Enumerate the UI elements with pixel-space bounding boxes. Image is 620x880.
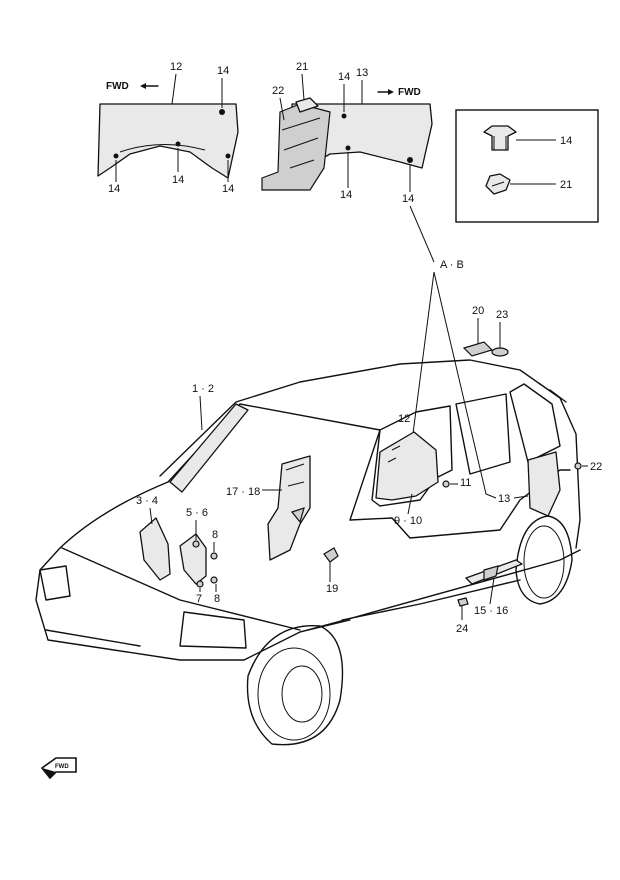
callout-24: 24 — [456, 623, 468, 635]
roof-headliner-panel-13 — [261, 97, 433, 191]
callout-9-10: 9 · 10 — [394, 515, 422, 527]
front-pillar-trim — [169, 403, 249, 493]
callout-14-f: 14 — [340, 189, 352, 201]
callout-20: 20 — [472, 305, 484, 317]
callout-a-b: A · B — [440, 259, 464, 271]
vehicle-outline — [35, 359, 581, 746]
callout-1-2: 1 · 2 — [192, 383, 214, 395]
center-pillar-trim — [267, 455, 311, 561]
sill-trim — [457, 559, 523, 607]
callout-14-d: 14 — [222, 183, 234, 195]
callout-21-top: 21 — [296, 61, 308, 73]
lower-trim-5-6 — [179, 533, 218, 588]
callout-14-b: 14 — [108, 183, 120, 195]
callout-14-e: 14 — [338, 71, 350, 83]
rear-side-trim — [527, 451, 582, 517]
part-23-icon — [491, 347, 509, 357]
callout-11: 11 — [460, 477, 471, 489]
callout-14-g: 14 — [402, 193, 414, 205]
callout-13-body: 13 — [498, 493, 510, 505]
part-20-icon — [462, 341, 494, 357]
kick-panel-trim — [139, 517, 171, 581]
fastener-detail-box — [455, 109, 599, 223]
roof-headliner-panel-12 — [97, 103, 239, 179]
rear-quarter-trim — [375, 431, 450, 501]
fwd-direction-icon — [40, 757, 77, 780]
clip-14-icon — [483, 125, 517, 151]
callout-14-c: 14 — [172, 174, 184, 186]
fwd-label-left: FWD — [106, 81, 129, 92]
callout-5-6: 5 · 6 — [186, 507, 208, 519]
callout-17-18: 17 · 18 — [226, 486, 260, 498]
grommet-parts — [462, 341, 509, 357]
callout-14-detail: 14 — [560, 135, 572, 147]
fwd-label-right: FWD — [398, 87, 421, 98]
callout-8-a: 8 — [212, 529, 218, 541]
callout-19: 19 — [326, 583, 338, 595]
callout-22-body: 22 — [590, 461, 602, 473]
callout-14-a: 14 — [217, 65, 229, 77]
callout-3-4: 3 · 4 — [136, 495, 158, 507]
callout-7: 7 — [196, 593, 202, 605]
callout-15-16: 15 · 16 — [474, 605, 508, 617]
callout-22-top: 22 — [272, 85, 284, 97]
callout-21-detail: 21 — [560, 179, 572, 191]
fwd-label-bottom: FWD — [55, 764, 69, 770]
callout-12-body: 12 — [398, 413, 410, 425]
part-19-icon — [323, 547, 339, 563]
callout-13-top: 13 — [356, 67, 368, 79]
callout-12-top: 12 — [170, 61, 182, 73]
callout-8-b: 8 — [214, 593, 220, 605]
callout-23: 23 — [496, 309, 508, 321]
